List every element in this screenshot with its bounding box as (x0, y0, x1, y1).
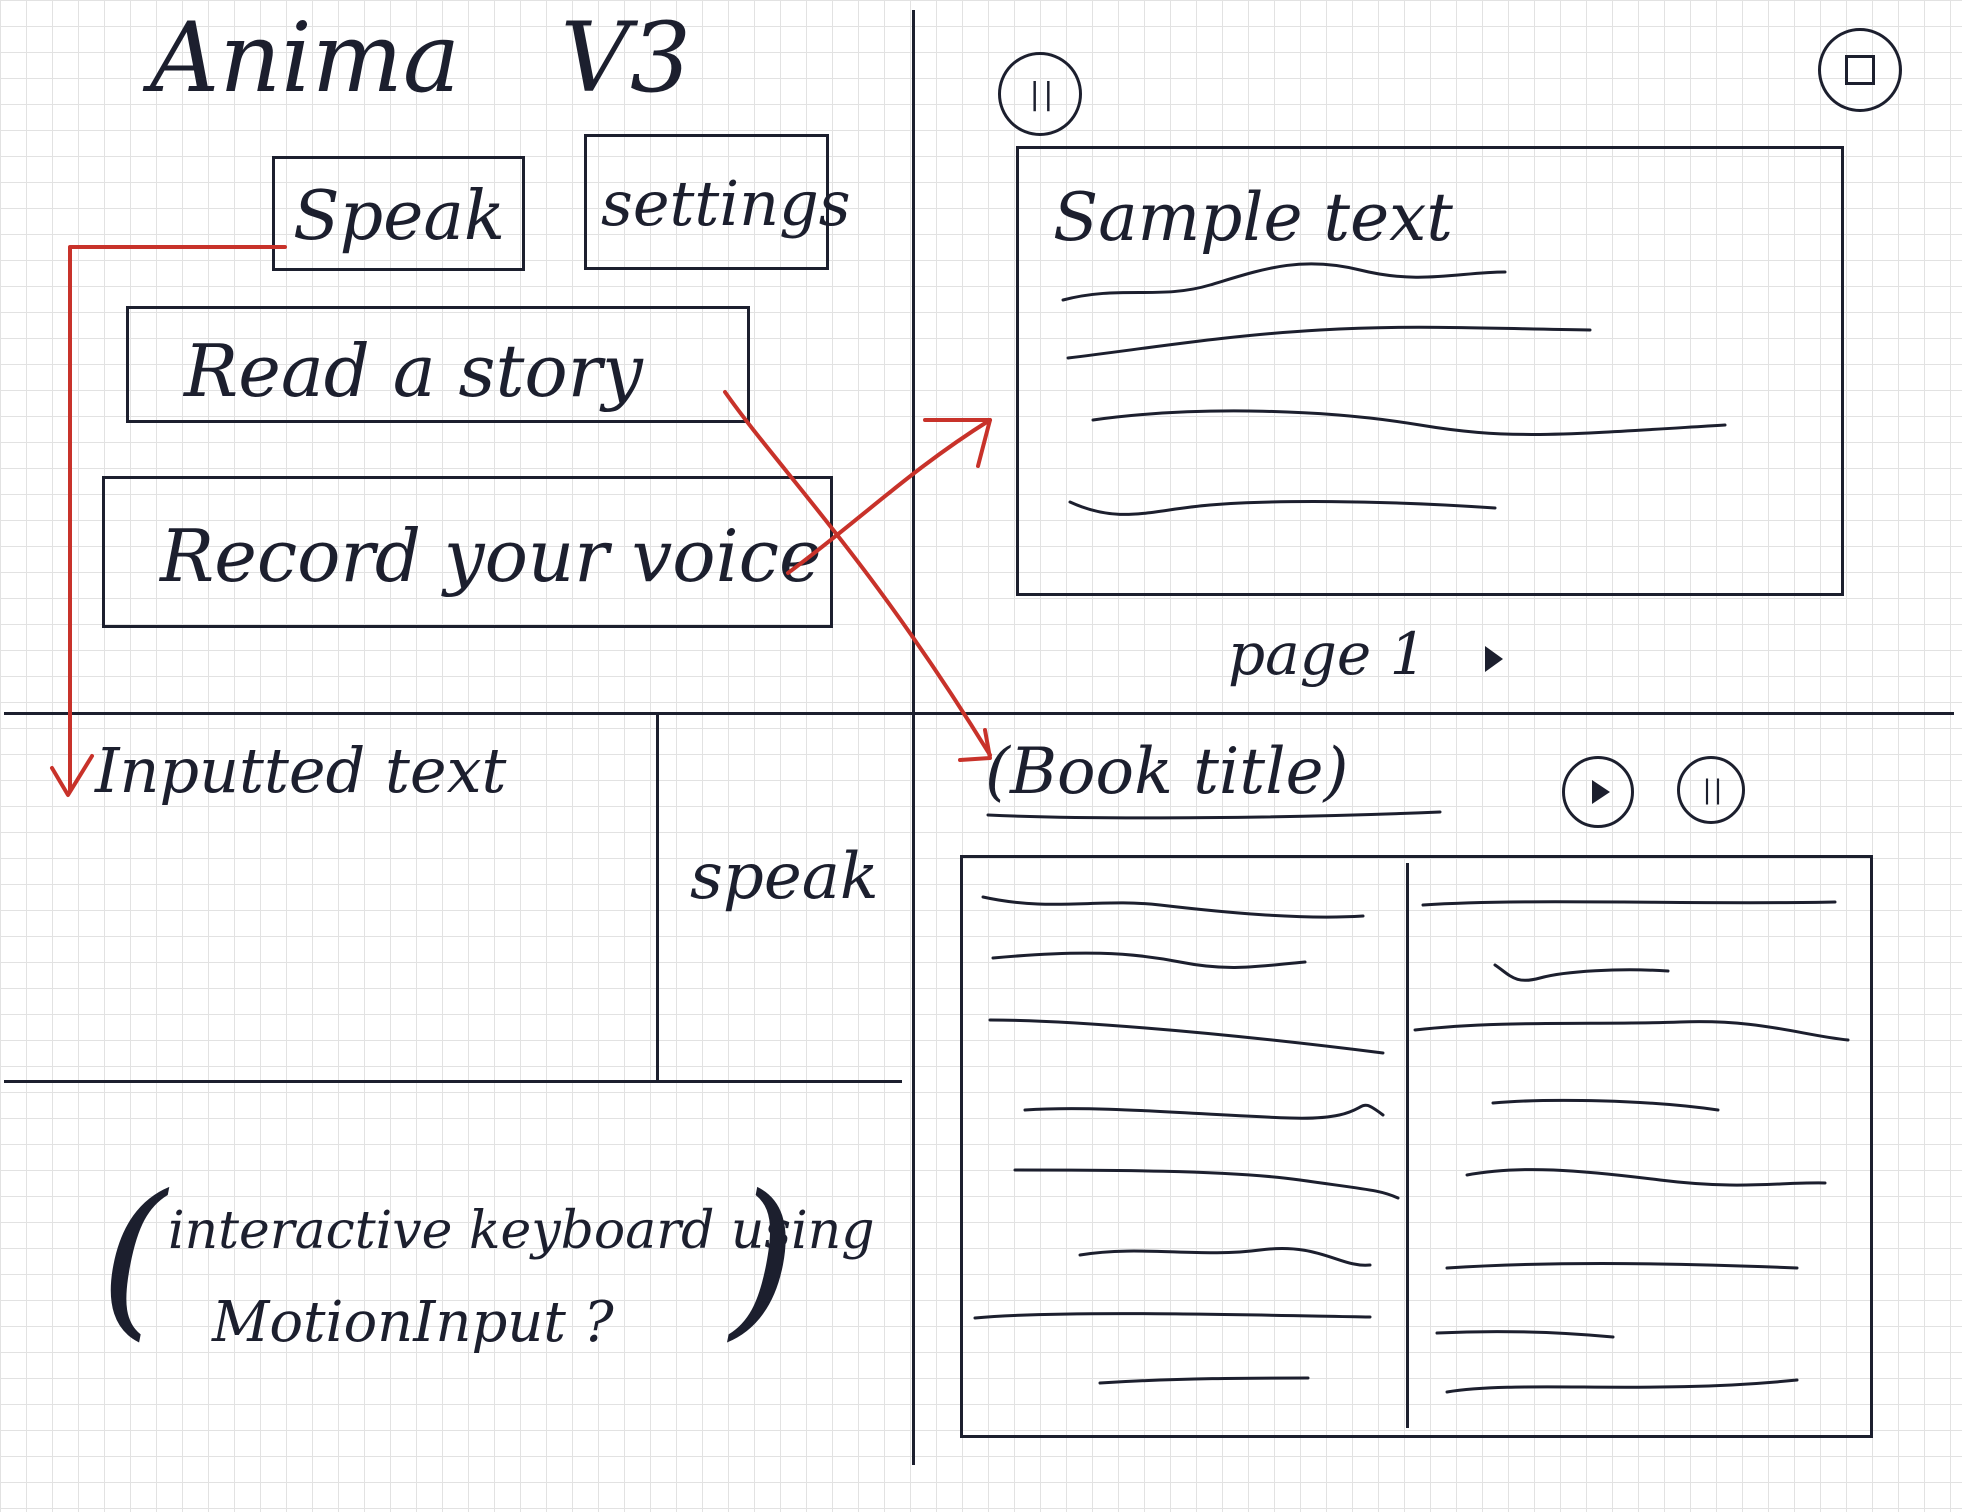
keyboard-open-paren: ( (100, 1159, 167, 1357)
speak-action-button[interactable]: speak (690, 840, 879, 914)
keyboard-close-paren: ) (730, 1159, 797, 1357)
book-pages (960, 855, 1873, 1438)
book-title: (Book title) (985, 735, 1349, 809)
keyboard-note-line1: interactive keyboard using (168, 1201, 875, 1261)
speak-panel-divider (656, 715, 659, 1080)
inputted-text-field[interactable]: Inputted text (95, 734, 507, 807)
read-story-button[interactable]: Read a story (126, 306, 750, 423)
play-triangle-icon[interactable] (1484, 645, 1503, 672)
pager-label: page 1 (1228, 620, 1427, 688)
speak-button[interactable]: Speak (272, 156, 525, 271)
app-title-name: Anima (150, 2, 461, 114)
pager: page 1 (1228, 625, 1503, 683)
speak-button-label: Speak (293, 177, 506, 256)
settings-button[interactable]: settings (584, 134, 851, 270)
keyboard-note-line2: MotionInput ? (212, 1290, 614, 1355)
keyboard-note: ( interactive keyboard using MotionInput… (100, 1173, 875, 1365)
vertical-divider (912, 10, 915, 1465)
sample-text-box: Sample text (1016, 146, 1844, 596)
horizontal-divider (4, 712, 1954, 715)
story-pause-button[interactable]: | | (1677, 756, 1745, 824)
read-story-button-label: Read a story (184, 329, 643, 413)
pause-icon: | | (1029, 76, 1054, 112)
keyboard-divider (4, 1080, 902, 1083)
sample-text-label: Sample text (1053, 179, 1453, 256)
book-spine (1406, 863, 1409, 1428)
pause-icon: | | (1702, 775, 1723, 805)
play-icon (1591, 780, 1610, 804)
app-version: V3 (560, 2, 692, 114)
stop-icon (1845, 55, 1875, 85)
record-pause-button[interactable]: | | (998, 52, 1082, 136)
settings-button-label: settings (601, 167, 851, 240)
app-title: Anima V3 (150, 10, 691, 106)
record-stop-button[interactable] (1818, 28, 1902, 112)
record-voice-button-label: Record your voice (160, 514, 822, 598)
record-voice-button[interactable]: Record your voice (102, 476, 833, 628)
story-play-button[interactable] (1562, 756, 1634, 828)
